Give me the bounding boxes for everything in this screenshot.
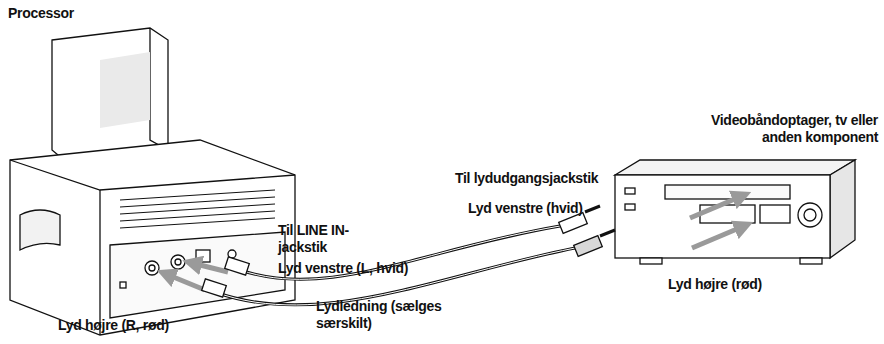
plug-label: Lyd venstre (L, hvid) <box>278 260 408 277</box>
processor-figure <box>10 28 295 335</box>
plug-label: Lyd højre (rød) <box>668 276 762 293</box>
device-name: Processor <box>8 5 74 22</box>
component-figure <box>615 160 855 264</box>
cable-label: Lydledning (sælges særskilt) <box>316 298 446 332</box>
plug-label: Lyd højre (R, rød) <box>58 317 169 334</box>
jack-label: Til LINE IN-jackstik <box>278 222 386 256</box>
jack-label: Til lydudgangsjackstik <box>455 170 598 187</box>
plug-label: Lyd venstre (hvid) <box>468 200 583 217</box>
audio-cable <box>202 206 615 305</box>
device-name: Videobåndoptager, tv eller anden kompone… <box>700 112 878 146</box>
